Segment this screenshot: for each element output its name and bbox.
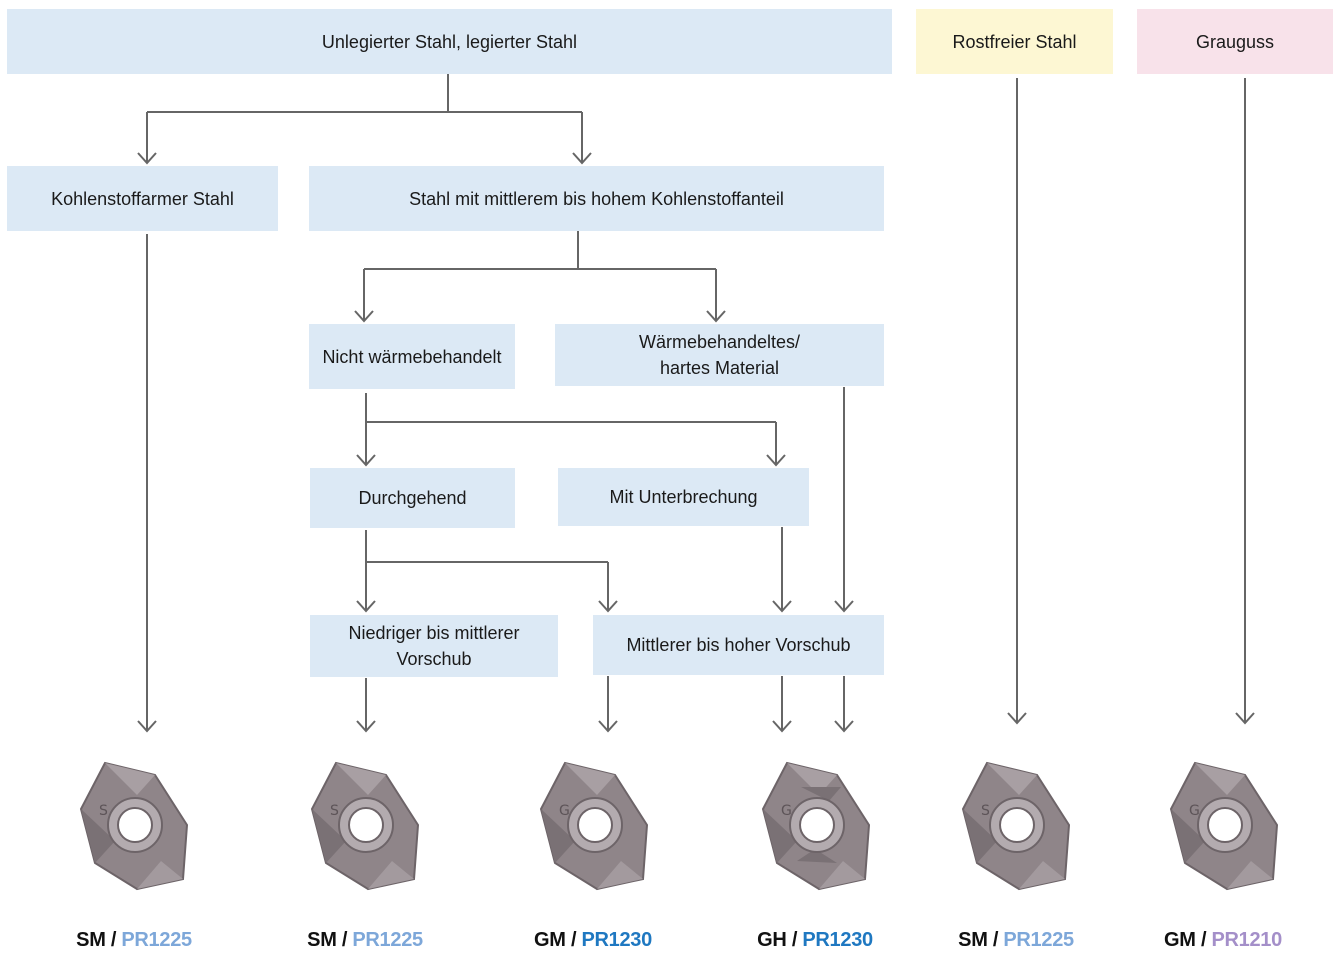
interrupted-cut-label: Mit Unterbrechung xyxy=(609,487,758,507)
chipbreaker-code: SM xyxy=(76,929,106,951)
insert-label-6: GM / PR1210 xyxy=(1133,929,1313,952)
label-separator: / xyxy=(341,929,348,951)
chipbreaker-code: SM xyxy=(307,929,337,951)
mid-high-feed-label: Mittlerer bis hoher Vorschub xyxy=(626,635,851,655)
low-carbon-steel-box: Kohlenstoffarmer Stahl xyxy=(7,166,278,231)
root-steel-box: Unlegierter Stahl, legierter Stahl xyxy=(7,9,892,74)
insert-label-3: GM / PR1230 xyxy=(503,929,683,952)
cast-iron-label: Grauguss xyxy=(1195,31,1275,52)
insert-label-2: SM / PR1225 xyxy=(275,929,455,952)
insert-marking-1: S xyxy=(99,803,108,819)
cast-iron-box: Grauguss xyxy=(1137,9,1333,74)
insert-marking-6: G xyxy=(1189,803,1200,819)
label-separator: / xyxy=(110,929,117,951)
stainless-steel-box: Rostfreier Stahl xyxy=(916,9,1113,74)
insert-image-6: G xyxy=(1169,761,1279,891)
insert-image-3: G xyxy=(539,761,649,891)
interrupted-cut-box: Mit Unterbrechung xyxy=(558,468,809,526)
stainless-steel-label: Rostfreier Stahl xyxy=(952,31,1077,52)
grade-code: PR1230 xyxy=(802,929,873,951)
root-steel-label: Unlegierter Stahl, legierter Stahl xyxy=(321,31,578,52)
chipbreaker-code: GM xyxy=(534,929,566,951)
insert-image-5: S xyxy=(961,761,1071,891)
grade-code: PR1225 xyxy=(121,929,192,951)
not-heat-treated-label: Nicht wärmebehandelt xyxy=(322,346,502,367)
grade-code: PR1225 xyxy=(1003,929,1074,951)
grade-code: PR1210 xyxy=(1211,929,1282,951)
mid-high-feed-box: Mittlerer bis hoher Vorschub xyxy=(593,615,884,675)
insert-image-4: G xyxy=(761,761,871,891)
not-heat-treated-box: Nicht wärmebehandelt xyxy=(309,324,515,389)
insert-label-4: GH / PR1230 xyxy=(725,929,905,952)
insert-label-1: SM / PR1225 xyxy=(44,929,224,952)
mid-high-carbon-steel-label: Stahl mit mittlerem bis hohem Kohlenstof… xyxy=(409,188,784,209)
insert-marking-2: S xyxy=(330,803,339,819)
insert-marking-4: G xyxy=(781,803,792,819)
label-separator: / xyxy=(791,929,798,951)
arrowheads xyxy=(137,152,1255,733)
label-separator: / xyxy=(992,929,999,951)
grade-code: PR1230 xyxy=(581,929,652,951)
low-mid-feed-label: Niedriger bis mittlerer Vorschub xyxy=(348,623,520,669)
label-separator: / xyxy=(570,929,577,951)
insert-image-2: S xyxy=(310,761,420,891)
insert-label-5: SM / PR1225 xyxy=(926,929,1106,952)
mid-high-carbon-steel-box: Stahl mit mittlerem bis hohem Kohlenstof… xyxy=(309,166,884,231)
heat-treated-label: Wärmebehandeltes/ hartes Material xyxy=(638,332,801,378)
heat-treated-box: Wärmebehandeltes/ hartes Material xyxy=(555,324,884,386)
low-carbon-steel-label: Kohlenstoffarmer Stahl xyxy=(51,188,234,209)
chipbreaker-code: GH xyxy=(757,929,787,951)
continuous-cut-box: Durchgehend xyxy=(310,468,515,528)
grade-code: PR1225 xyxy=(352,929,423,951)
label-separator: / xyxy=(1200,929,1207,951)
insert-image-1: S xyxy=(79,761,189,891)
insert-marking-5: S xyxy=(981,803,990,819)
low-mid-feed-box: Niedriger bis mittlerer Vorschub xyxy=(310,615,558,677)
chipbreaker-code: SM xyxy=(958,929,988,951)
insert-marking-3: G xyxy=(559,803,570,819)
chipbreaker-code: GM xyxy=(1164,929,1196,951)
continuous-cut-label: Durchgehend xyxy=(358,488,467,508)
